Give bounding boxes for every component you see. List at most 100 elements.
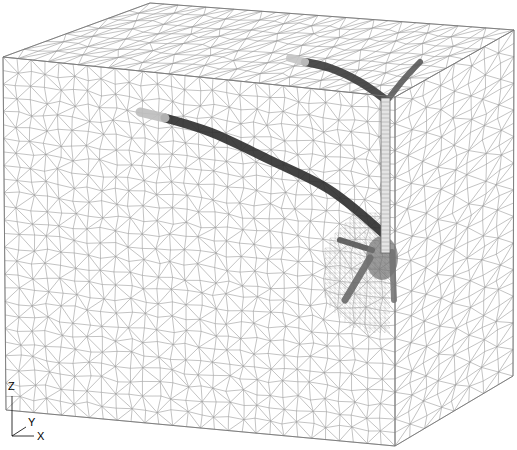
mesh-edge [298,155,299,170]
mesh-edge [144,249,156,260]
mesh-edge [310,221,323,239]
mesh-edge [172,127,186,143]
mesh-edge [34,154,46,155]
mesh-edge [4,208,15,220]
mesh-edge [143,206,159,208]
mesh-edge [116,394,132,409]
mesh-edge [170,250,171,261]
mesh-edge [143,84,158,101]
mesh-edge [198,251,201,264]
mesh-edge [57,115,71,130]
mesh-edge [31,74,45,86]
mesh-edge [86,131,88,145]
mesh-edge [47,101,60,104]
mesh-edge [100,270,102,284]
mesh-edge [243,354,254,366]
mesh-edge [61,335,62,347]
mesh-edge [5,301,19,317]
mesh-edge [172,194,173,207]
mesh-edge [47,129,58,131]
mesh-edge [283,313,286,327]
mesh-edge [60,389,61,401]
mesh-edge [100,312,116,314]
mesh-edge [242,286,243,297]
mesh-edge [226,286,242,294]
mesh-edge [323,118,339,120]
mesh-edge [296,422,314,424]
mesh-edge [339,427,351,441]
mesh-edge [128,177,129,190]
mesh-edge [270,98,283,112]
mesh-edge [173,345,186,360]
mesh-edge [60,265,61,278]
mesh-edge [186,305,200,320]
mesh-edge [131,368,143,382]
mesh-edge [100,243,116,257]
mesh-edge [243,230,257,231]
mesh-edge [256,421,271,433]
mesh-edge [184,374,198,375]
mesh-edge [5,234,20,247]
mesh-edge [172,127,173,141]
mesh-edge [284,396,298,410]
mesh-edge [145,413,157,423]
mesh-edge [87,229,100,243]
mesh-edge [58,76,75,77]
mesh-edge [15,86,30,87]
mesh-edge [132,343,143,352]
mesh-edge [61,376,75,389]
mesh-edge [171,399,186,400]
mesh-edge [242,297,243,310]
mesh-edge [101,79,115,94]
mesh-edge [242,311,253,312]
mesh-edge [30,128,47,131]
mesh-edge [132,396,142,409]
mesh-edge [88,175,102,191]
mesh-edge [282,233,298,236]
mesh-edge [89,407,102,418]
mesh-edge [227,214,228,227]
mesh-edge [189,387,202,402]
mesh-edge [102,341,115,352]
mesh-edge [269,219,270,231]
mesh-edge [104,299,116,313]
mesh-edge [202,388,212,401]
mesh-edge [88,202,89,216]
mesh-edge [299,328,300,344]
mesh-edge [73,323,91,325]
mesh-edge [35,370,36,385]
mesh-edge [351,171,369,176]
mesh-edge [160,382,173,383]
mesh-edge [214,228,215,241]
mesh-edge [340,251,351,252]
mesh-edge [243,162,256,177]
mesh-edge [338,334,353,349]
mesh-edge [187,184,198,195]
mesh-edge [16,208,17,222]
mesh-edge [351,122,367,132]
mesh-edge [88,159,99,174]
mesh-edge [157,413,159,424]
mesh-edge [257,380,268,383]
mesh-edge [104,134,117,150]
mesh-edge [4,153,16,165]
mesh-edge [170,250,185,262]
mesh-edge [201,361,213,363]
mesh-edge [184,265,185,280]
mesh-edge [157,143,172,155]
mesh-edge [45,385,46,398]
mesh-edge [101,68,115,78]
mesh-edge [184,360,186,374]
mesh-edge [170,261,184,265]
mesh-edge [128,247,142,248]
mesh-edge [309,373,324,382]
mesh-edge [172,87,185,90]
mesh-edge [227,107,229,121]
mesh-edge [116,285,133,286]
mesh-edge [298,356,311,357]
mesh-edge [30,100,47,104]
mesh-edge [339,425,351,427]
mesh-edge [255,418,256,433]
mesh-edge [172,87,173,102]
mesh-edge [215,160,226,161]
